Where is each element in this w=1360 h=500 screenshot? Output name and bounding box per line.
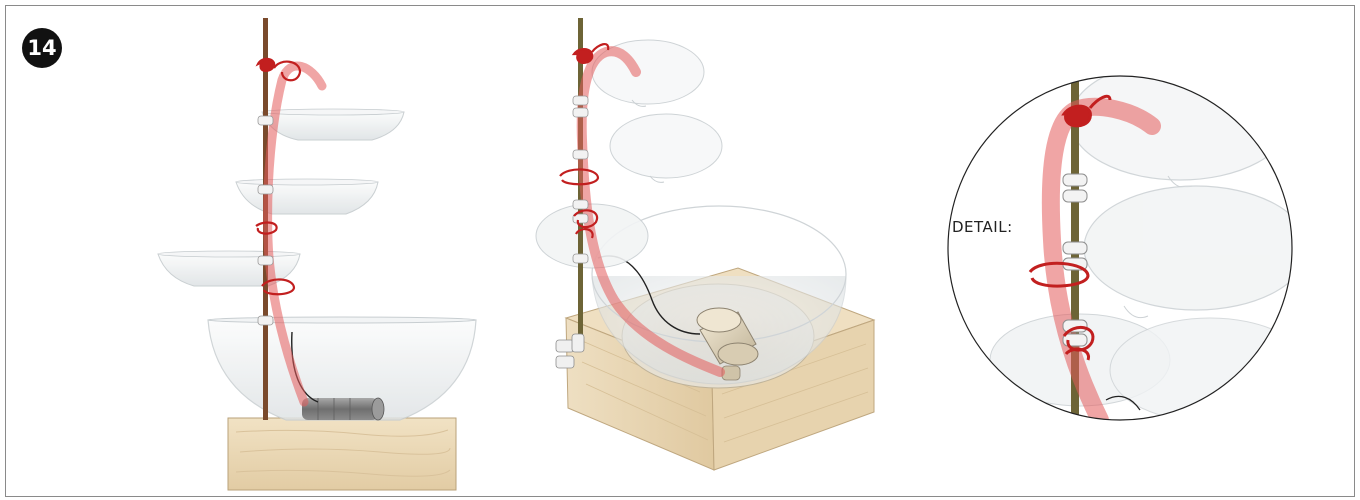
front-view <box>157 18 477 491</box>
step-number-badge: 14 <box>22 28 62 68</box>
iso-pump <box>696 307 759 381</box>
iso-rod-clamps <box>572 95 589 264</box>
front-middle-bowl <box>235 178 379 215</box>
front-rod-clamps <box>257 115 274 326</box>
front-pump <box>302 397 385 421</box>
iso-tube <box>576 46 725 377</box>
detail-circle <box>947 75 1293 421</box>
front-lower-bowl <box>157 250 301 287</box>
iso-wire-ties <box>559 43 610 239</box>
detail-label: DETAIL: <box>952 218 1013 236</box>
iso-middle-bowl <box>609 113 723 183</box>
detail-view <box>947 75 1293 421</box>
front-wire-ties <box>255 57 302 296</box>
isometric-view <box>535 18 876 471</box>
front-top-bowl <box>261 108 405 141</box>
front-wood-base <box>227 417 457 491</box>
front-large-bowl <box>207 316 477 421</box>
front-tube <box>263 61 327 407</box>
iso-rod-bracket <box>555 333 585 369</box>
